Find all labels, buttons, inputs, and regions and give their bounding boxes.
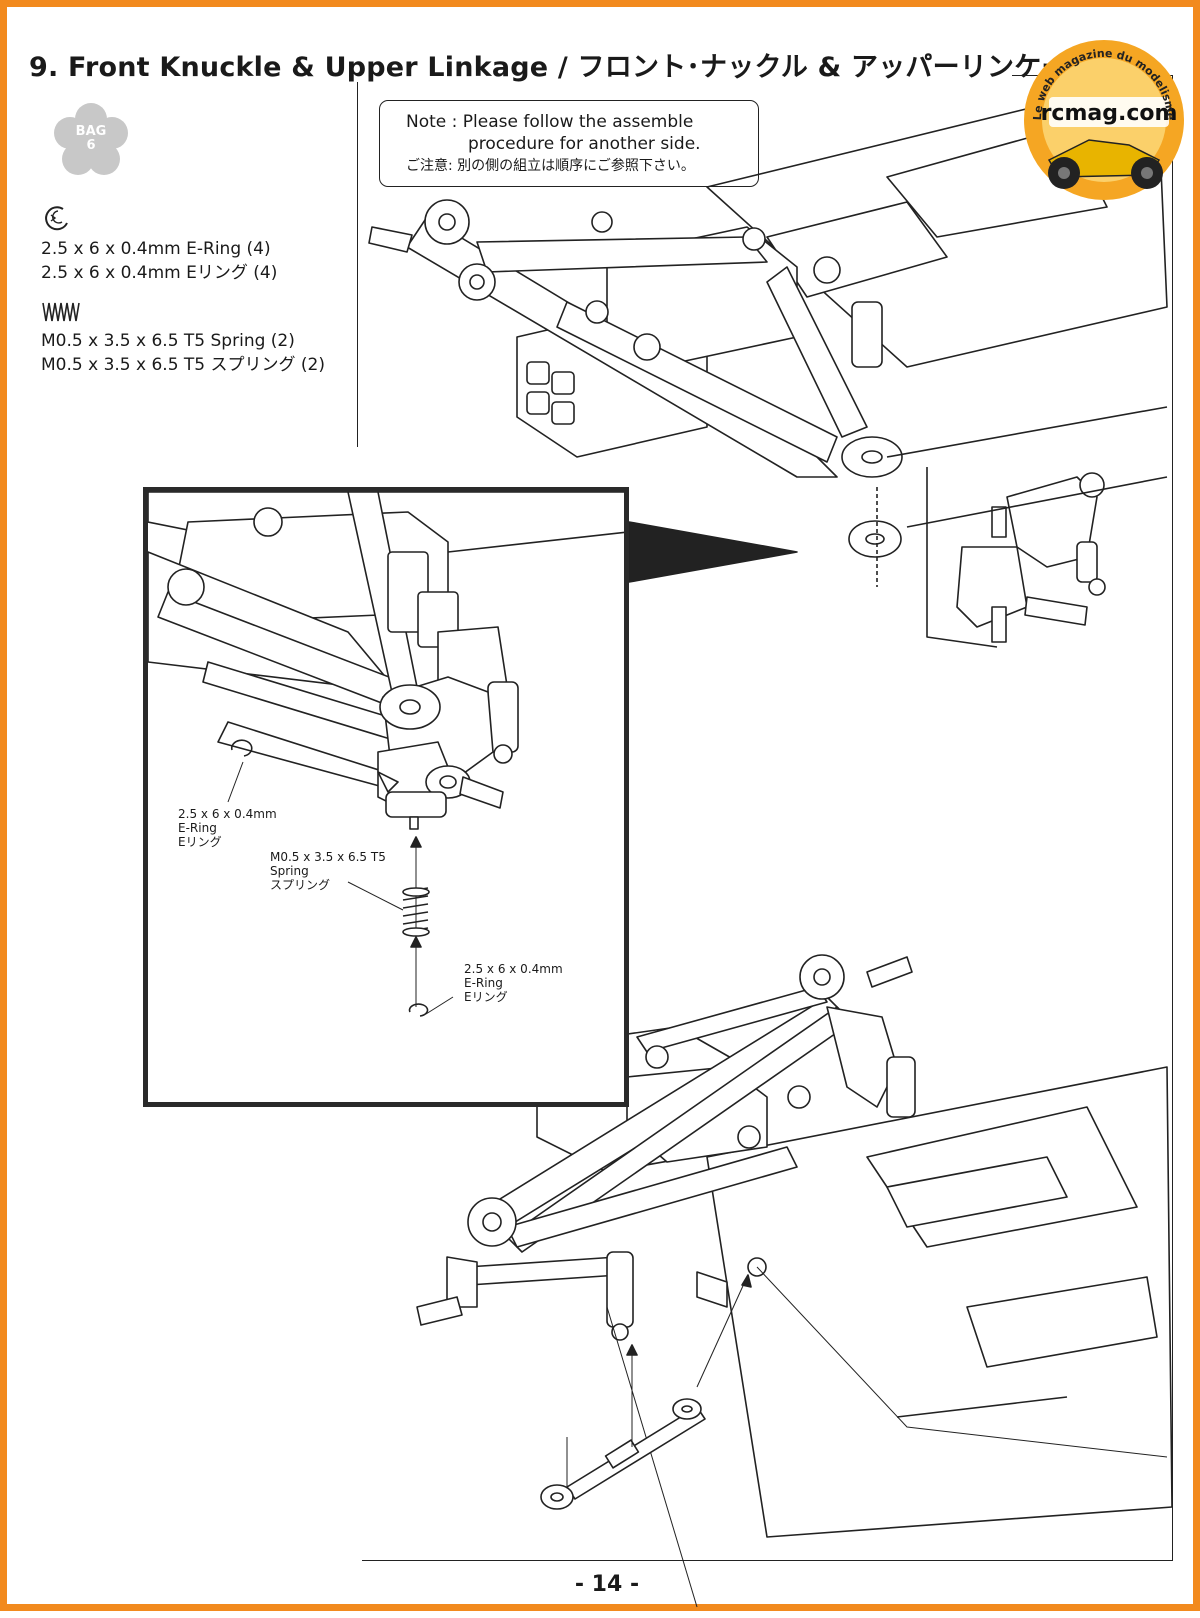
rcmag-logo: rcmag.com Le web magazine du modelisme bbox=[1019, 35, 1189, 205]
callout-spring: M0.5 x 3.5 x 6.5 T5 Spring スプリング bbox=[270, 850, 386, 892]
callout-ering-top: 2.5 x 6 x 0.4mm E-Ring Eリング bbox=[178, 807, 277, 849]
detail-inset: 2.5 x 6 x 0.4mm E-Ring Eリング M0.5 x 3.5 x… bbox=[143, 487, 629, 1107]
knuckle-detail-drawing bbox=[148, 492, 624, 1017]
callout-ering-bottom-jp: Eリング bbox=[464, 990, 508, 1004]
note-line-1: Note : Please follow the assemble bbox=[406, 112, 694, 132]
logo-wordmark: rcmag.com bbox=[1041, 101, 1178, 126]
illustration-frame bbox=[362, 75, 1173, 1561]
parts-list: 2.5 x 6 x 0.4mm E-Ring (4) 2.5 x 6 x 0.4… bbox=[41, 203, 325, 391]
part-spring: M0.5 x 3.5 x 6.5 T5 Spring (2) M0.5 x 3.… bbox=[41, 299, 325, 377]
callout-ering-bottom: 2.5 x 6 x 0.4mm E-Ring Eリング bbox=[464, 962, 563, 1004]
note-line-2: procedure for another side. bbox=[468, 134, 701, 154]
page-number: - 14 - bbox=[574, 1572, 640, 1597]
callout-spring-jp: スプリング bbox=[270, 878, 331, 892]
part-spring-en: M0.5 x 3.5 x 6.5 T5 Spring (2) bbox=[41, 331, 295, 351]
callout-spring-en: Spring bbox=[270, 864, 309, 878]
e-ring-icon bbox=[45, 206, 68, 231]
part-spring-jp: M0.5 x 3.5 x 6.5 T5 スプリング (2) bbox=[41, 355, 326, 375]
bag-badge: BAG 6 bbox=[53, 103, 129, 179]
callout-ering-top-en: E-Ring bbox=[178, 821, 217, 835]
note-line-3: ご注意: 別の側の組立は順序にご参照下さい。 bbox=[406, 158, 695, 174]
rcmag-logo-icon: rcmag.com Le web magazine du modelisme bbox=[1024, 40, 1184, 200]
callout-ering-top-jp: Eリング bbox=[178, 835, 222, 849]
callout-ering-top-size: 2.5 x 6 x 0.4mm bbox=[178, 807, 277, 821]
spring-icon bbox=[42, 302, 80, 322]
bag-number: 6 bbox=[86, 138, 96, 153]
callout-ering-bottom-size: 2.5 x 6 x 0.4mm bbox=[464, 962, 563, 976]
callout-spring-size: M0.5 x 3.5 x 6.5 T5 bbox=[270, 850, 386, 864]
part-e-ring-jp: 2.5 x 6 x 0.4mm Eリング (4) bbox=[41, 263, 278, 283]
flower-badge-icon bbox=[54, 103, 128, 175]
page-title: 9. Front Knuckle & Upper Linkage / フロント･… bbox=[29, 52, 1096, 83]
assembly-note: Note : Please follow the assemble proced… bbox=[379, 100, 759, 187]
divider-line bbox=[357, 82, 358, 447]
callout-ering-bottom-en: E-Ring bbox=[464, 976, 503, 990]
part-e-ring-en: 2.5 x 6 x 0.4mm E-Ring (4) bbox=[41, 239, 271, 259]
part-e-ring: 2.5 x 6 x 0.4mm E-Ring (4) 2.5 x 6 x 0.4… bbox=[41, 203, 325, 285]
bag-label: BAG bbox=[75, 124, 107, 139]
